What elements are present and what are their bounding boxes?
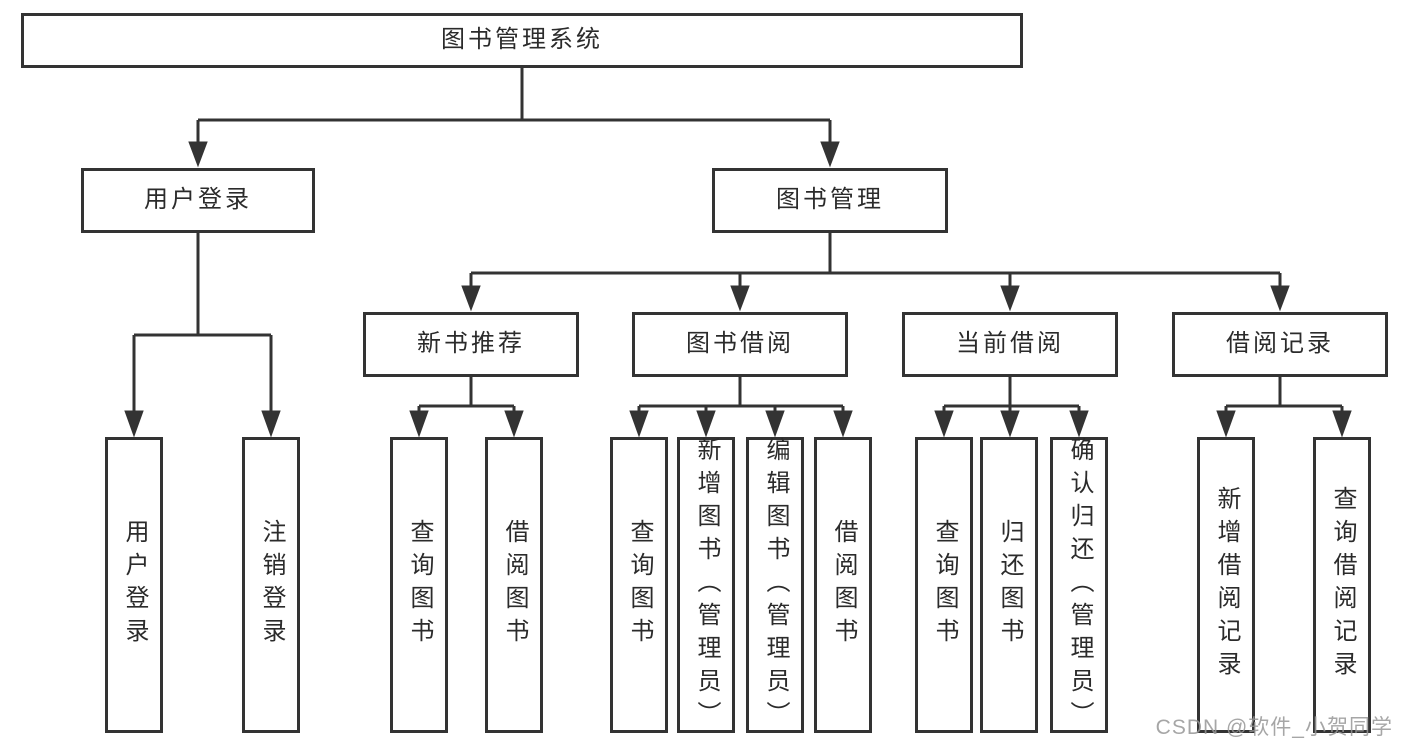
leaf-add-book-admin: 新增图书（管理员） (677, 437, 735, 734)
leaf-borrow-book-2: 借阅图书 (814, 437, 872, 733)
node-root-system: 图书管理系统 (21, 13, 1023, 68)
arrow-down-icon (629, 410, 649, 438)
node-borrow-record: 借阅记录 (1172, 312, 1388, 377)
arrow-down-icon (1216, 410, 1236, 438)
current-borrow-to-leaves-connector (934, 377, 1089, 438)
arrow-down-icon (1069, 410, 1089, 438)
node-user-login: 用户登录 (81, 168, 315, 233)
leaf-confirm-return-admin: 确认归还（管理员） (1050, 437, 1108, 734)
root-to-level2-connector (188, 68, 840, 168)
node-book-borrow: 图书借阅 (632, 312, 848, 377)
arrow-down-icon (765, 410, 785, 438)
arrow-down-icon (461, 285, 481, 312)
watermark: CSDN @软件_小贺同学 (1155, 716, 1393, 739)
leaf-query-book-2: 查询图书 (610, 437, 668, 733)
leaf-add-borrow-record: 新增借阅记录 (1197, 437, 1255, 733)
leaf-borrow-book-1: 借阅图书 (485, 437, 543, 733)
leaf-user-login: 用户登录 (105, 437, 163, 733)
book-borrow-to-leaves-connector (629, 377, 853, 438)
book-mgmt-to-modules-connector (461, 233, 1290, 312)
leaf-logout: 注销登录 (242, 437, 300, 733)
leaf-edit-book-admin: 编辑图书（管理员） (746, 437, 804, 734)
arrow-down-icon (1332, 410, 1352, 438)
arrow-down-icon (504, 410, 524, 438)
node-book-management: 图书管理 (712, 168, 948, 233)
borrow-record-to-leaves-connector (1216, 377, 1352, 438)
arrow-down-icon (1000, 410, 1020, 438)
arrow-down-icon (409, 410, 429, 438)
arrow-down-icon (696, 410, 716, 438)
leaf-query-book-1: 查询图书 (390, 437, 448, 733)
leaf-return-book: 归还图书 (980, 437, 1038, 733)
arrow-down-icon (124, 410, 144, 438)
leaf-query-borrow-record: 查询借阅记录 (1313, 437, 1371, 733)
new-book-to-leaves-connector (409, 377, 524, 438)
arrow-down-icon (261, 410, 281, 438)
node-current-borrow: 当前借阅 (902, 312, 1118, 377)
arrow-down-icon (820, 141, 840, 168)
arrow-down-icon (730, 285, 750, 312)
arrow-down-icon (1000, 285, 1020, 312)
user-login-to-leaves-connector (124, 233, 281, 438)
arrow-down-icon (833, 410, 853, 438)
arrow-down-icon (934, 410, 954, 438)
node-new-book-recommend: 新书推荐 (363, 312, 579, 377)
leaf-query-book-3: 查询图书 (915, 437, 973, 733)
arrow-down-icon (188, 141, 208, 168)
arrow-down-icon (1270, 285, 1290, 312)
